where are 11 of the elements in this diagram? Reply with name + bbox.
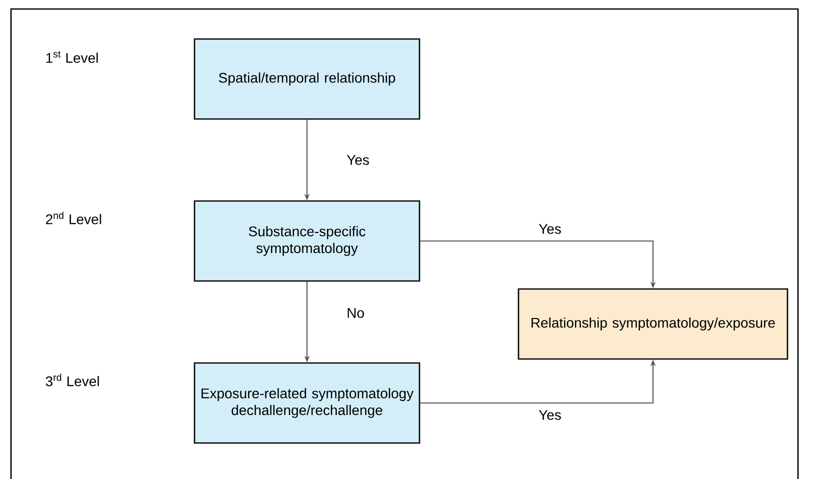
process-box: Spatial/temporal relationship: [194, 38, 420, 120]
level-label: 2$^{nd}$ Level: [46, 212, 102, 224]
edge-label: No: [348, 308, 364, 318]
process-box: Exposure-related symptomatology dechallenge/rechallenge: [194, 362, 420, 444]
edge-label: Yes: [346, 155, 369, 165]
level-label: 3$^{rd}$ Level: [46, 374, 99, 386]
level-label: 1$^{st}$ Level: [46, 51, 98, 63]
edge-label: Yes: [538, 224, 561, 234]
edge-label: Yes: [538, 410, 561, 420]
process-box: Substance-specific symptomatology: [194, 200, 420, 282]
process-box: Relationship symptomatology/exposure: [518, 288, 788, 360]
